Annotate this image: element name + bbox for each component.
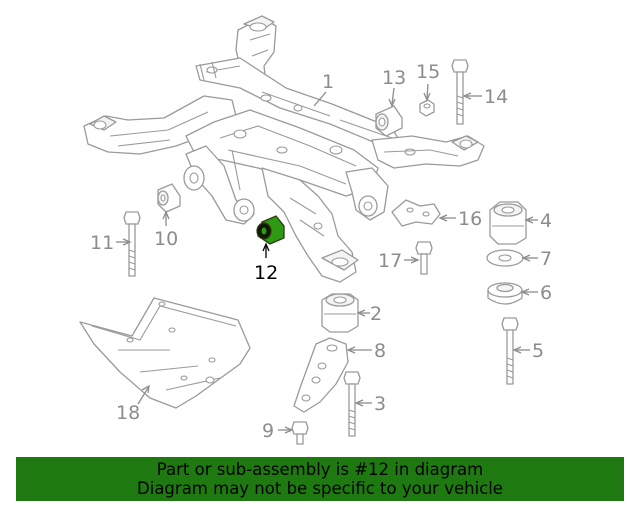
- callout-15: 15: [416, 61, 440, 83]
- bolt-11: [123, 211, 141, 277]
- bolt-3: [343, 371, 361, 437]
- callout-9: 9: [262, 420, 274, 442]
- callout-18: 18: [116, 402, 140, 424]
- callout-numbers: 1 2 3 4 5 6 7 8 9 10 11 12 13 14 15 16 1…: [90, 61, 552, 442]
- callout-5: 5: [532, 340, 544, 362]
- callout-13: 13: [382, 67, 406, 89]
- bushing-12-highlighted[interactable]: [256, 215, 285, 245]
- callout-14: 14: [484, 86, 508, 108]
- info-banner: Part or sub-assembly is #12 in diagram D…: [16, 457, 624, 501]
- bolt-5: [501, 317, 519, 385]
- callout-8: 8: [374, 340, 386, 362]
- banner-line-part: Part or sub-assembly is #12 in diagram: [156, 460, 484, 479]
- callout-11: 11: [90, 232, 114, 254]
- bracket-8: [293, 337, 349, 413]
- washer-7: [486, 249, 524, 267]
- nut-15: [419, 99, 435, 117]
- bushing-6: [487, 282, 523, 305]
- callout-3: 3: [374, 393, 386, 415]
- mount-4: [489, 201, 527, 245]
- rear-subframe: [83, 15, 485, 283]
- bolt-9: [291, 421, 309, 445]
- callout-10: 10: [154, 228, 178, 250]
- callout-12: 12: [254, 262, 278, 284]
- underbody-shield-18: [79, 297, 251, 409]
- callout-7: 7: [540, 248, 552, 270]
- callout-17: 17: [378, 250, 402, 272]
- callout-1: 1: [322, 71, 334, 93]
- callout-2: 2: [370, 303, 382, 325]
- bolt-17: [415, 241, 433, 275]
- callout-4: 4: [540, 210, 552, 232]
- banner-line-disclaimer: Diagram may not be specific to your vehi…: [137, 479, 503, 498]
- callout-6: 6: [540, 282, 552, 304]
- mount-2: [321, 293, 359, 333]
- bushing-10: [157, 183, 181, 213]
- bushing-13: [375, 105, 403, 137]
- bracket-16: [391, 199, 441, 227]
- leader-lines: [116, 83, 538, 434]
- callout-16: 16: [458, 208, 482, 230]
- bolt-14: [451, 59, 469, 125]
